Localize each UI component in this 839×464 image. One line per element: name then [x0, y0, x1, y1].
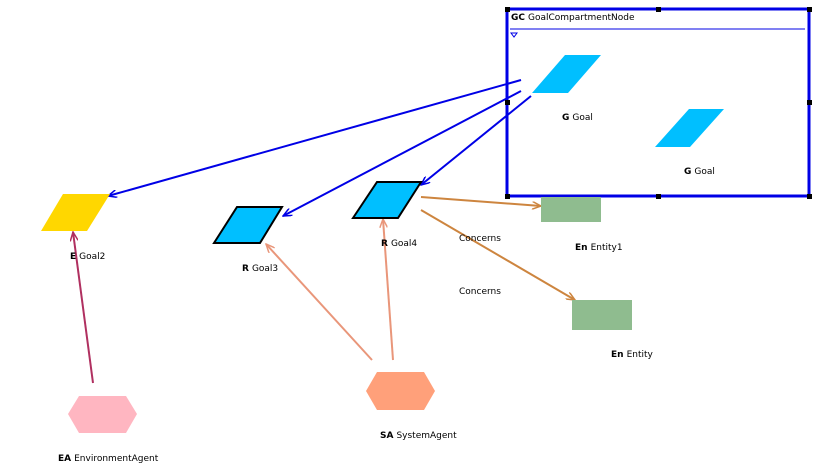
- environment-agent-node[interactable]: [68, 396, 137, 433]
- responsibility-edge[interactable]: [383, 219, 394, 361]
- refinement-edge[interactable]: [283, 90, 522, 217]
- entity1-node[interactable]: [541, 197, 601, 222]
- selection-handle[interactable]: [656, 7, 661, 12]
- selection-handle[interactable]: [656, 194, 661, 199]
- responsibility-edge[interactable]: [73, 232, 94, 384]
- selection-handle[interactable]: [807, 194, 812, 199]
- goal-compartment-node[interactable]: [505, 7, 811, 198]
- goal3-node[interactable]: [212, 206, 284, 244]
- responsibility-edge[interactable]: [266, 244, 373, 361]
- selection-handle[interactable]: [505, 194, 510, 199]
- concerns-edge[interactable]: [420, 209, 575, 300]
- selection-handle[interactable]: [807, 100, 812, 105]
- goal2-node[interactable]: [41, 194, 110, 231]
- triangle-down-icon[interactable]: [510, 32, 518, 38]
- refinement-edge[interactable]: [421, 95, 532, 185]
- concerns-edge-label: Concerns: [459, 287, 501, 297]
- goal-node[interactable]: [655, 109, 724, 147]
- concerns-edge-label: Concerns: [459, 234, 501, 244]
- concerns-edge[interactable]: [420, 196, 541, 206]
- selection-handle[interactable]: [505, 100, 510, 105]
- system-agent-node[interactable]: [366, 372, 435, 410]
- goal-node[interactable]: [532, 55, 601, 93]
- selection-handle[interactable]: [505, 7, 510, 12]
- refinement-edge[interactable]: [108, 79, 522, 196]
- entity-node[interactable]: [572, 300, 632, 330]
- goal4-node[interactable]: [351, 181, 423, 219]
- selection-handle[interactable]: [807, 7, 812, 12]
